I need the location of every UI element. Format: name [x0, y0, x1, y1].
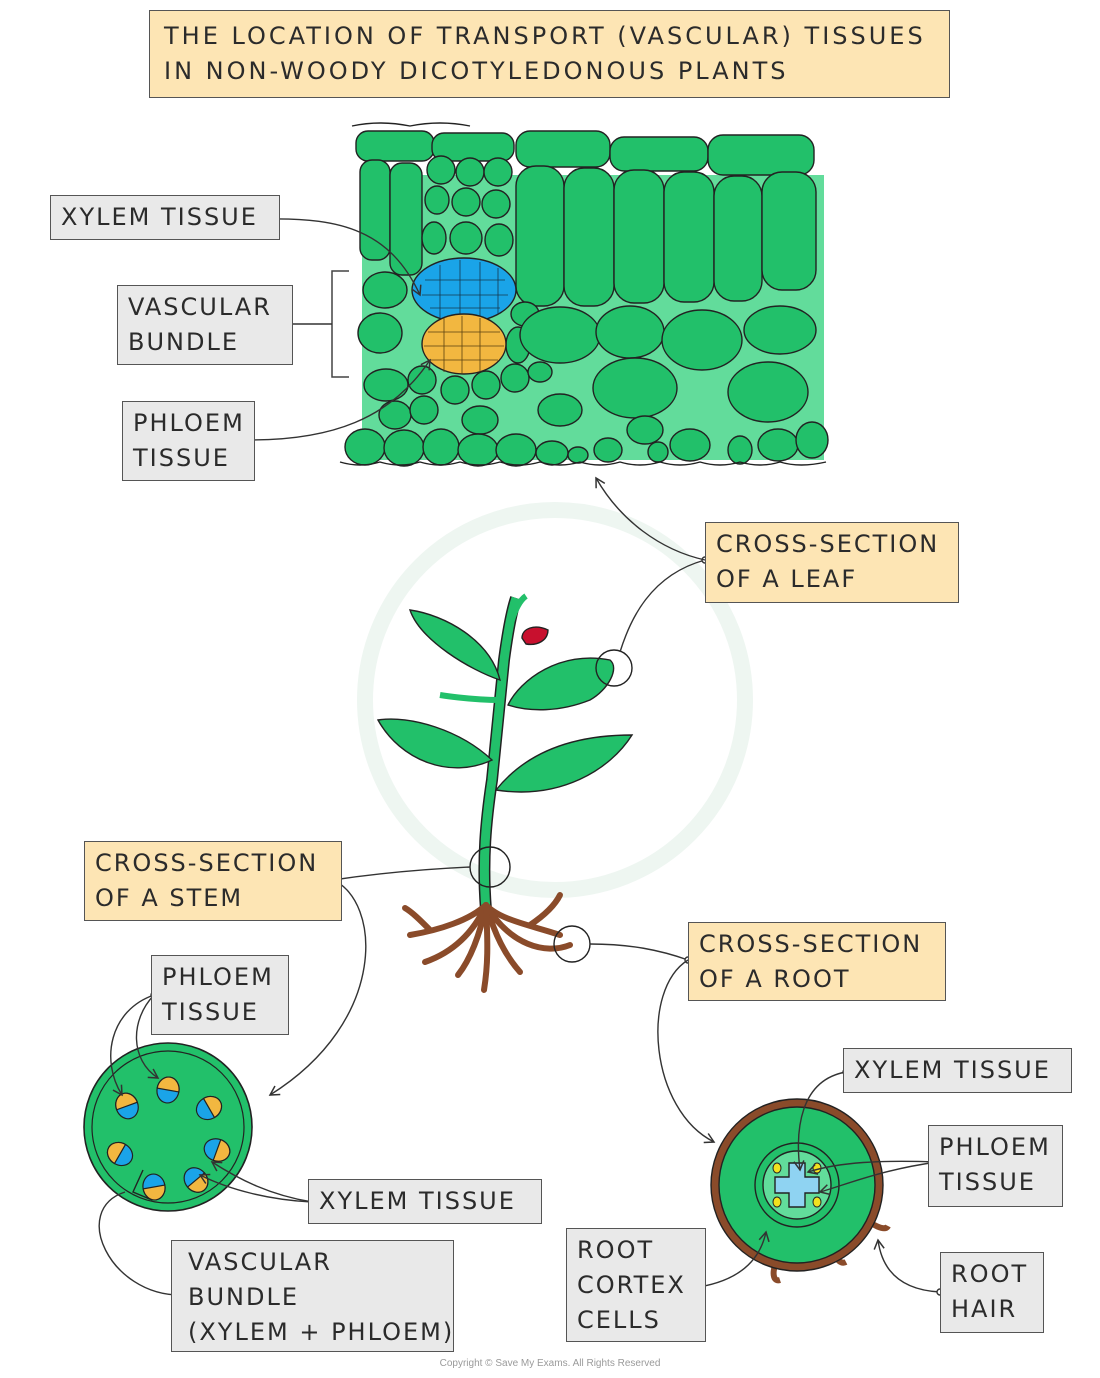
- leaf-vascular-label-line-1: VASCULAR: [128, 293, 272, 321]
- stem-bundle-1: [115, 1092, 139, 1120]
- stem-vascular-label-line-1: VASCULAR: [188, 1248, 332, 1276]
- stem-xylem-label: XYLEM TISSUE: [308, 1179, 542, 1224]
- root-hair-label-line-2: HAIR: [951, 1295, 1018, 1323]
- leaf-vascular-label-line-2: BUNDLE: [128, 328, 239, 356]
- flower-bud: [521, 626, 549, 646]
- leaf-section-label-line-1: CROSS-SECTION: [716, 530, 940, 558]
- root-cross-section: [710, 1098, 891, 1284]
- root-xylem-label: XYLEM TISSUE: [843, 1048, 1072, 1093]
- leaf-zoom-circle: [595, 649, 633, 687]
- stem-section-label-line-2: OF A STEM: [95, 884, 244, 912]
- root-hair-label-line-1: ROOT: [951, 1260, 1029, 1288]
- stem-vascular-label-line-3: (XYLEM + PHLOEM): [188, 1318, 455, 1346]
- root-hair-label: ROOT HAIR: [940, 1252, 1044, 1333]
- plant-leaf-top: [509, 593, 528, 621]
- leaf-phloem: [421, 313, 507, 375]
- copyright-notice: Copyright © Save My Exams. All Rights Re…: [439, 1358, 661, 1369]
- watermark-circle: [357, 502, 753, 898]
- root-phloem-3: [772, 1196, 782, 1208]
- stem-vascular-label-line-2: BUNDLE: [188, 1283, 299, 1311]
- leaf-xylem-label-text: XYLEM TISSUE: [61, 203, 258, 231]
- root-cortex-label-line-3: CELLS: [577, 1306, 661, 1334]
- leaf-section-label-line-2: OF A LEAF: [716, 565, 858, 593]
- leaf-phloem-label-line-1: PHLOEM: [133, 409, 245, 437]
- root-phloem-4: [812, 1196, 822, 1208]
- root-phloem-2: [812, 1162, 822, 1174]
- palisade-cells: [359, 159, 817, 307]
- title-line-2: IN NON-WOODY DICOTYLEDONOUS PLANTS: [164, 57, 789, 85]
- root-section-label-line-1: CROSS-SECTION: [699, 930, 923, 958]
- root-cortex-label-line-1: ROOT: [577, 1236, 655, 1264]
- plant-illustration: [376, 593, 634, 993]
- stem-bundle-3: [195, 1095, 223, 1121]
- stem-phloem-label-line-2: TISSUE: [162, 998, 259, 1026]
- plant-leaf-lower-right: [494, 734, 634, 793]
- root-phloem-label: PHLOEM TISSUE: [928, 1125, 1063, 1207]
- diagram-title: THE LOCATION OF TRANSPORT (VASCULAR) TIS…: [149, 10, 950, 98]
- stem-xylem-label-text: XYLEM TISSUE: [319, 1187, 516, 1215]
- leaf-xylem: [411, 257, 517, 323]
- stem-section-label: CROSS-SECTION OF A STEM: [84, 841, 342, 921]
- plant-roots: [402, 892, 573, 993]
- stem-phloem-label: PHLOEM TISSUE: [151, 955, 289, 1035]
- root-xylem: [774, 1162, 820, 1208]
- stem-vascular-bundle-label: VASCULAR BUNDLE (XYLEM + PHLOEM): [171, 1240, 454, 1352]
- root-cortex-label-line-2: CORTEX: [577, 1271, 686, 1299]
- plant-leaf-upper-right: [507, 657, 615, 711]
- plant-leaf-upper-left: [408, 609, 501, 682]
- title-line-1: THE LOCATION OF TRANSPORT (VASCULAR) TIS…: [164, 22, 926, 50]
- root-phloem-1: [772, 1162, 782, 1174]
- root-phloem-label-line-2: TISSUE: [939, 1168, 1036, 1196]
- root-phloem-label-line-1: PHLOEM: [939, 1133, 1051, 1161]
- root-xylem-label-text: XYLEM TISSUE: [854, 1056, 1051, 1084]
- stem-phloem-label-line-1: PHLOEM: [162, 963, 274, 991]
- leaf-xylem-label: XYLEM TISSUE: [50, 195, 280, 240]
- root-cortex-label: ROOT CORTEX CELLS: [566, 1228, 706, 1342]
- plant-leaf-mid-left: [376, 718, 494, 769]
- section-connectors: [268, 476, 716, 1144]
- stem-bundle-5: [203, 1138, 231, 1162]
- leaf-bundle-bracket: [331, 270, 349, 378]
- stem-bundle-4: [106, 1141, 134, 1167]
- leaf-cross-section: [339, 122, 829, 467]
- plant-stem: [478, 596, 522, 911]
- spongy-mesophyll: [461, 305, 817, 435]
- root-section-label: CROSS-SECTION OF A ROOT: [688, 922, 946, 1001]
- root-section-label-line-2: OF A ROOT: [699, 965, 851, 993]
- stem-bundle-6: [142, 1173, 166, 1201]
- upper-epidermis: [355, 130, 815, 176]
- leaf-phloem-label: PHLOEM TISSUE: [122, 401, 255, 481]
- stem-cross-section: [83, 1042, 253, 1212]
- stem-section-label-line-1: CROSS-SECTION: [95, 849, 319, 877]
- stem-bundle-2: [156, 1076, 180, 1104]
- leaf-section-label: CROSS-SECTION OF A LEAF: [705, 522, 959, 603]
- leaf-phloem-label-line-2: TISSUE: [133, 444, 230, 472]
- leaf-vascular-bundle-label: VASCULAR BUNDLE: [117, 285, 293, 365]
